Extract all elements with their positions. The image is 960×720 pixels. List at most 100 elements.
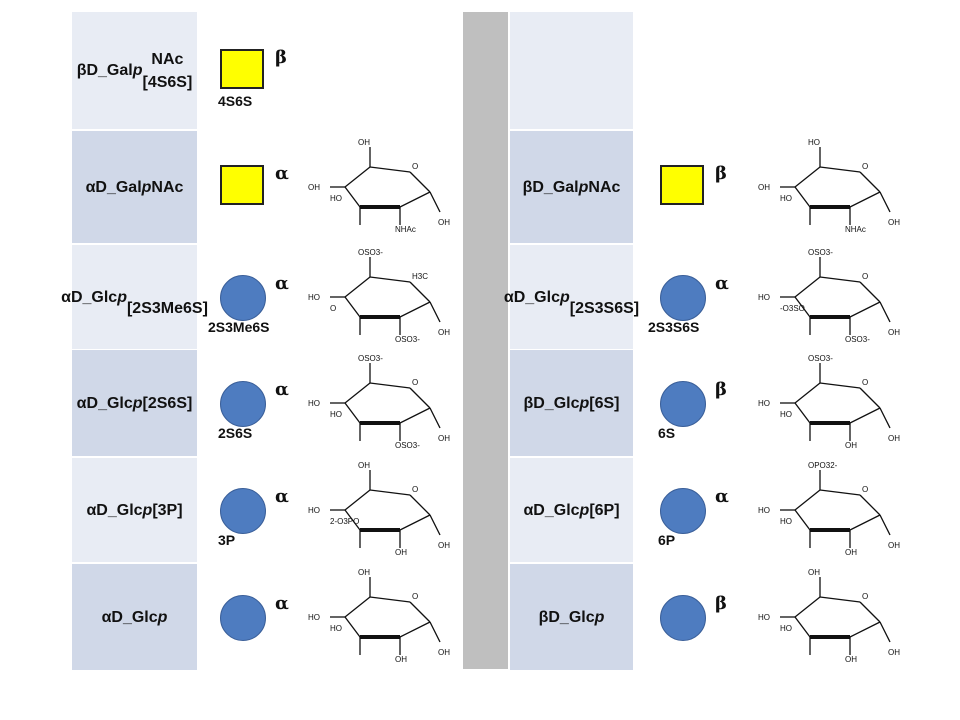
- bond-line: [369, 382, 411, 389]
- atom-label: OH: [438, 218, 450, 227]
- bond-line: [344, 596, 371, 618]
- bond-line: [409, 171, 431, 193]
- atom-label: HO: [808, 138, 820, 147]
- anomer-label: β: [715, 163, 727, 184]
- atom-label: OPO32-: [808, 461, 838, 470]
- circle-symbol: [220, 275, 266, 321]
- circle-symbol: [660, 275, 706, 321]
- atom-label: O: [862, 378, 868, 387]
- substituent-label: 2S3Me6S: [208, 319, 270, 335]
- bond-line: [409, 281, 431, 303]
- bond-line: [879, 191, 891, 213]
- bond-line: [794, 276, 821, 298]
- atom-label: OSO3-: [808, 248, 833, 257]
- bond-line: [849, 191, 881, 208]
- circle-symbol: [660, 595, 706, 641]
- bond-line: [409, 601, 431, 623]
- bond-line: [859, 281, 881, 303]
- bond-line: [879, 301, 891, 323]
- bond-line: [879, 514, 891, 536]
- bond-line: [849, 514, 881, 531]
- bond-line: [344, 276, 371, 298]
- atom-label: OH: [808, 568, 820, 577]
- bond-line: [794, 402, 811, 424]
- bond-line: [429, 514, 441, 536]
- bond-line: [429, 621, 441, 643]
- bond-line: [369, 166, 411, 173]
- atom-label: HO: [758, 506, 770, 515]
- circle-symbol: [220, 381, 266, 427]
- atom-label: H3C: [412, 272, 428, 281]
- bond-line: [369, 596, 411, 603]
- atom-label: -O3SO: [780, 304, 805, 313]
- bond-line: [849, 407, 881, 424]
- bond-line: [344, 489, 371, 511]
- atom-label: HO: [780, 194, 792, 203]
- anomer-label: α: [275, 486, 289, 507]
- bond-line: [819, 596, 861, 603]
- atom-label: OH: [395, 548, 407, 557]
- atom-label: HO: [758, 399, 770, 408]
- atom-label: OH: [438, 648, 450, 657]
- atom-label: O: [330, 304, 336, 313]
- substituent-label: 6S: [658, 425, 676, 441]
- atom-label: OH: [358, 568, 370, 577]
- atom-label: OH: [438, 328, 450, 337]
- bond-line: [344, 296, 361, 318]
- square-symbol: [220, 165, 264, 205]
- bond-line: [344, 509, 361, 531]
- atom-label: OH: [358, 138, 370, 147]
- atom-label: OSO3-: [358, 354, 383, 363]
- anomer-label: α: [275, 593, 289, 614]
- atom-label: O: [862, 485, 868, 494]
- divider-column: [463, 12, 508, 669]
- substituent-label: 2S6S: [218, 425, 253, 441]
- atom-label: OH: [845, 655, 857, 664]
- atom-label: OSO3-: [395, 441, 420, 450]
- atom-label: OH: [308, 183, 320, 192]
- atom-label: O: [412, 378, 418, 387]
- bond-line: [344, 186, 361, 208]
- substituent-label: 2S3S6S: [648, 319, 700, 335]
- atom-label: OH: [888, 648, 900, 657]
- circle-symbol: [220, 488, 266, 534]
- substituent-label: 6P: [658, 532, 676, 548]
- bond-line: [849, 301, 881, 318]
- atom-label: HO: [330, 624, 342, 633]
- bond-line: [344, 616, 361, 638]
- circle-symbol: [660, 488, 706, 534]
- atom-label: OH: [888, 328, 900, 337]
- bond-line: [399, 191, 431, 208]
- substituent-label: 3P: [218, 532, 236, 548]
- bond-line: [794, 596, 821, 618]
- atom-label: O: [862, 272, 868, 281]
- anomer-label: α: [715, 273, 729, 294]
- bond-line: [429, 407, 441, 429]
- atom-label: HO: [330, 410, 342, 419]
- atom-label: NHAc: [845, 225, 866, 234]
- bond-line: [344, 382, 371, 404]
- anomer-label: α: [275, 163, 289, 184]
- bond-line: [859, 387, 881, 409]
- atom-label: O: [412, 592, 418, 601]
- atom-label: OH: [758, 183, 770, 192]
- atom-label: HO: [330, 194, 342, 203]
- bond-line: [819, 489, 861, 496]
- bond-line: [794, 296, 811, 318]
- atom-label: O: [862, 162, 868, 171]
- atom-label: O: [412, 162, 418, 171]
- bond-line: [399, 301, 431, 318]
- bond-line: [794, 382, 821, 404]
- square-symbol: [220, 48, 264, 89]
- atom-label: HO: [780, 410, 792, 419]
